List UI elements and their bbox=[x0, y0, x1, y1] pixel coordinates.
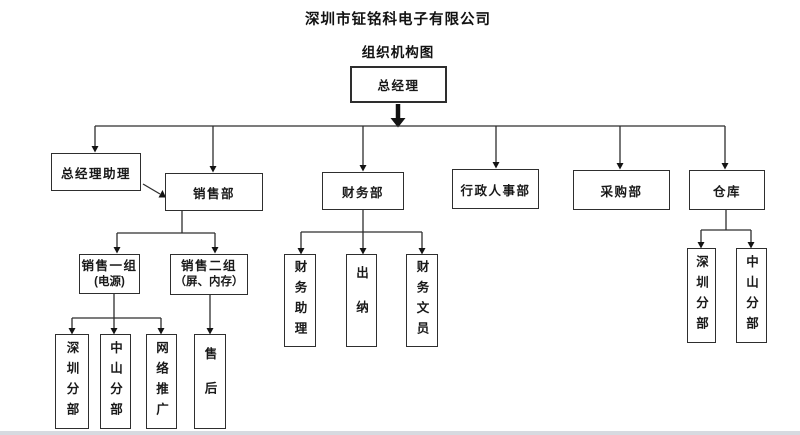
node-warehouse-zhongshan-branch: 中山分部 bbox=[736, 248, 767, 343]
node-sales-dept: 销售部 bbox=[165, 173, 263, 211]
node-label: 采购部 bbox=[600, 184, 643, 199]
node-admin-hr-dept: 行政人事部 bbox=[452, 169, 539, 209]
node-label: 仓库 bbox=[712, 184, 741, 199]
node-label: 中山分部 bbox=[108, 340, 122, 423]
node-warehouse: 仓库 bbox=[689, 170, 765, 210]
node-label: 财务文员 bbox=[414, 259, 429, 342]
drop-finance-dept bbox=[359, 126, 367, 172]
node-finance-clerk: 财务文员 bbox=[406, 254, 438, 347]
node-label: 行政人事部 bbox=[460, 183, 531, 198]
node-general-manager: 总经理 bbox=[350, 66, 447, 103]
node-gm-assistant: 总经理助理 bbox=[51, 153, 141, 191]
node-network-promotion: 网络推广 bbox=[146, 334, 177, 429]
node-warehouse-shenzhen-branch: 深圳分部 bbox=[687, 248, 716, 343]
company-name-title: 深圳市钲铭科电子有限公司 bbox=[305, 12, 491, 28]
after-sales-drop bbox=[206, 295, 214, 335]
drop-warehouse bbox=[721, 126, 729, 170]
node-label: 总经理助理 bbox=[60, 166, 131, 181]
window-bottom-edge bbox=[0, 431, 800, 435]
node-label: 财务部 bbox=[341, 185, 384, 200]
node-finance-dept: 财务部 bbox=[322, 172, 404, 210]
trunk-arrow bbox=[390, 104, 406, 128]
drop-sales-dept bbox=[209, 126, 217, 173]
node-purchasing-dept: 采购部 bbox=[573, 170, 670, 210]
node-after-sales: 售后 bbox=[194, 334, 226, 429]
node-label: 销售部 bbox=[192, 186, 235, 201]
node-cashier: 出纳 bbox=[346, 254, 377, 347]
drop-gm-assistant bbox=[91, 126, 99, 153]
chart-title: 组织机构图 bbox=[361, 45, 435, 60]
sales-group1-bus bbox=[68, 294, 165, 335]
node-sales-group-1: 销售一组 (电源) bbox=[79, 254, 140, 294]
warehouse-bus bbox=[697, 210, 755, 249]
node-label: 深圳分部 bbox=[694, 254, 708, 337]
node-label-line1: 销售一组 bbox=[81, 258, 138, 273]
node-sales-group-2: 销售二组 （屏、内存） bbox=[170, 254, 248, 295]
node-label: 深圳分部 bbox=[64, 340, 79, 423]
finance-bus bbox=[297, 210, 426, 255]
drop-purchasing-dept bbox=[616, 126, 624, 170]
node-sales-shenzhen-branch: 深圳分部 bbox=[55, 334, 89, 429]
node-label: 总经理 bbox=[377, 79, 420, 93]
node-label: 财务助理 bbox=[292, 259, 307, 342]
drop-admin-hr-dept bbox=[492, 126, 500, 169]
node-label-line2: （屏、内存） bbox=[174, 276, 244, 289]
node-sales-zhongshan-branch: 中山分部 bbox=[100, 334, 131, 429]
node-label: 中山分部 bbox=[744, 254, 758, 337]
node-label-line1: 销售二组 bbox=[180, 259, 237, 274]
node-finance-assistant: 财务助理 bbox=[284, 254, 316, 347]
node-label-line2: (电源) bbox=[94, 275, 125, 288]
node-label: 售后 bbox=[202, 347, 217, 416]
node-label: 出纳 bbox=[354, 266, 368, 335]
sales-bus bbox=[113, 211, 219, 254]
assistant-to-sales-arrow bbox=[142, 183, 166, 198]
node-label: 网络推广 bbox=[154, 340, 168, 423]
